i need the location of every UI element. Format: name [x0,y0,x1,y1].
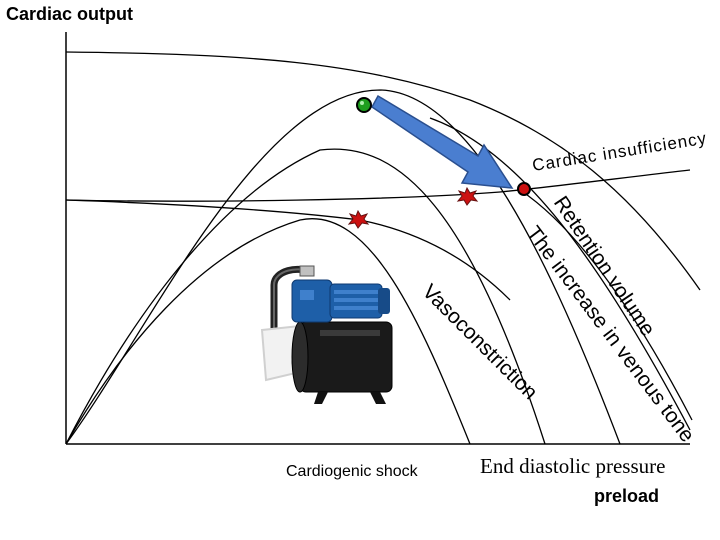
retention-curve [519,189,693,421]
depressed-function-curve [65,199,511,301]
venous-tone-curve [429,117,691,431]
normal-function-curve [65,51,701,291]
green-dot-marker [356,97,372,113]
water-pump-illustration [260,265,393,404]
venous-return-curve-mid [65,148,546,445]
cardiogenic-shock-label: Cardiogenic shock [286,463,418,480]
insufficiency-function-curve [65,169,691,202]
red-dot-marker [517,182,531,196]
preload-label: preload [594,486,660,506]
x-axis-label: End diastolic pressure [480,454,666,478]
chart-title: Cardiac output [6,4,134,24]
red-star-marker [456,186,479,206]
venous-return-curve-low [65,218,471,445]
shift-arrow [371,94,514,189]
venous-return-curve-high [65,89,621,445]
red-star-marker [347,209,370,229]
